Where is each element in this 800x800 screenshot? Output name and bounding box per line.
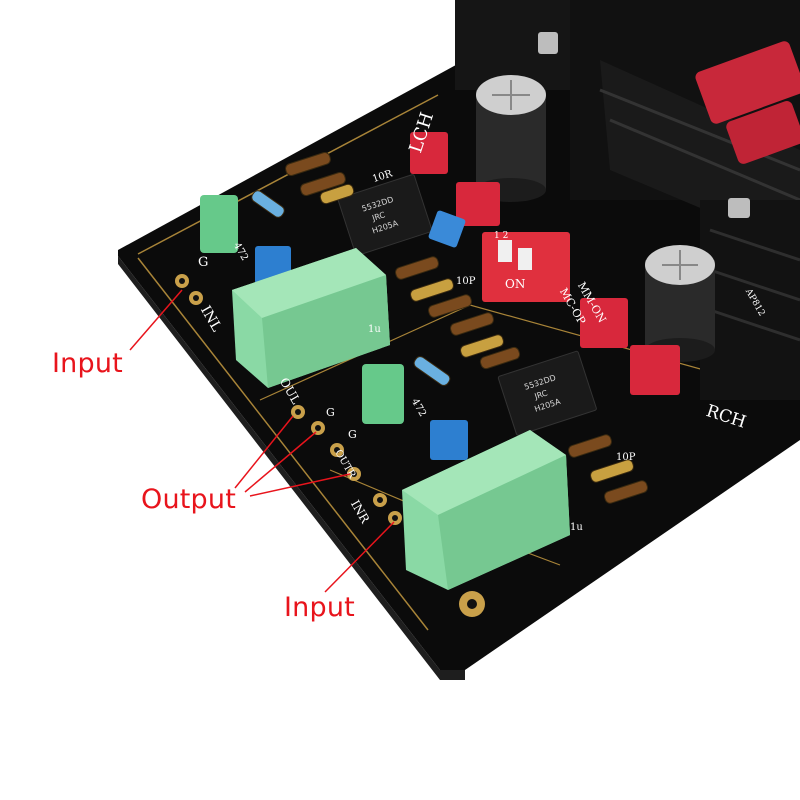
ground-label: G [348, 428, 357, 441]
electrolytic-capacitor-lower [645, 245, 715, 362]
red-box-capacitor [410, 132, 448, 174]
ground-label: G [326, 406, 335, 419]
red-film-capacitor [695, 41, 800, 124]
red-box-capacitor [580, 298, 628, 348]
gold-outline-trace-lower [137, 257, 429, 631]
pcb-board [118, 60, 800, 670]
resistors [251, 151, 648, 504]
red-box-capacitor [630, 345, 680, 395]
blue-capacitor [428, 210, 466, 248]
green-film-capacitor-upper [232, 248, 390, 388]
switch-on-label: ON [505, 277, 525, 291]
input-callout-bottom: Input [284, 592, 355, 623]
chip-marking: JRC [370, 210, 387, 223]
opamp-chip-upper: 5532DD JRC H205A [337, 174, 433, 256]
blue-capacitor [430, 420, 468, 460]
solder-pads [175, 274, 485, 617]
output-callout: Output [141, 484, 236, 515]
cap-10p-label: 10P [456, 276, 476, 287]
chip-marking: JRC [532, 388, 549, 401]
red-box-capacitor [456, 182, 500, 226]
switch-numbers: 1 2 [494, 231, 508, 241]
res-1u-label: 1u [368, 324, 381, 335]
input-callout-top: Input [52, 348, 123, 379]
ground-label: G [198, 255, 208, 270]
cap-10p-label: 10P [616, 452, 636, 463]
dip-switch: ON 1 2 [482, 231, 570, 302]
small-green-capacitor [200, 195, 238, 253]
red-film-capacitor [726, 101, 800, 164]
callout-lines [129, 289, 395, 593]
opamp-chip-lower: 5532DD JRC H205A [497, 350, 597, 436]
small-green-capacitor [362, 364, 404, 424]
res-1u-label: 1u [570, 522, 583, 533]
screw-heads [538, 32, 750, 218]
green-film-capacitor-lower [402, 430, 570, 590]
heatsink-right [700, 200, 800, 400]
